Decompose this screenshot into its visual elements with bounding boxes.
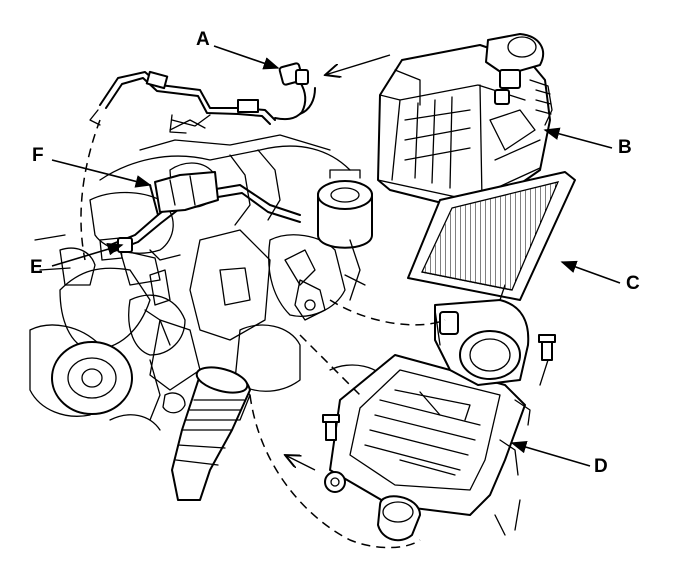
callout-label-a: A — [196, 29, 210, 50]
callout-label-c: C — [626, 273, 640, 294]
mounting-bolts — [322, 334, 556, 441]
callout-label-f: F — [32, 145, 44, 166]
engine-bay-background — [29, 134, 391, 431]
callout-label-e: E — [30, 257, 43, 278]
resonator-canister — [317, 169, 373, 301]
intake-duct — [171, 366, 251, 501]
lower-housing-D — [324, 284, 531, 542]
direction-arrows — [169, 54, 549, 536]
callout-label-d: D — [594, 456, 608, 477]
assembly-paths — [80, 119, 446, 549]
air-filter-C — [407, 171, 576, 301]
upper-housing-B — [377, 33, 553, 211]
callout-leaders — [51, 45, 621, 467]
callout-label-b: B — [618, 137, 632, 158]
wire-harness — [89, 62, 316, 127]
sensor-harness — [109, 171, 301, 346]
